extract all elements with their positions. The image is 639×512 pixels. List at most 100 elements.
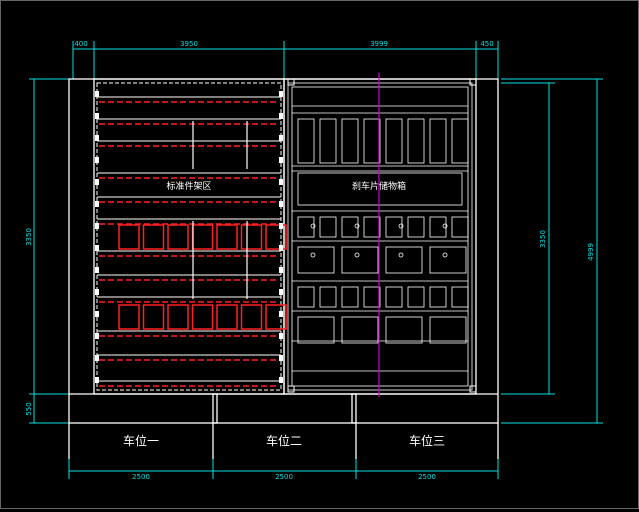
dim-top-3: 450 [480,40,493,48]
storage-box [407,216,425,238]
right-unit-label: 刹车片储物箱 [352,180,406,192]
rack-marker [95,245,99,251]
storage-drawer [429,316,467,344]
storage-box [319,286,337,308]
bay-label-1: 车位一 [123,433,159,448]
storage-drawer [385,246,423,274]
dimension-lines [29,41,603,479]
box-handle [310,252,316,258]
dim-right-0: 3350 [539,230,547,248]
rack-marker [95,91,99,97]
dim-top-1: 3950 [180,40,198,48]
storage-box [451,286,469,308]
rack-marker [279,267,283,273]
rack-bin [240,304,263,330]
rack-marker [279,135,283,141]
storage-box [429,118,447,164]
left-unit-label: 标准件架区 [166,180,211,192]
storage-box [429,216,447,238]
rack-marker [279,311,283,317]
rack-bin [191,304,214,330]
rack-bin [265,224,287,250]
storage-box [319,216,337,238]
box-handle [398,223,404,229]
storage-box [319,118,337,164]
rack-marker [279,113,283,119]
storage-boxes [287,78,477,393]
storage-box [297,118,315,164]
dim-bottom-1: 2500 [275,473,293,481]
rack-marker [95,135,99,141]
box-handle [310,223,316,229]
rack-marker [95,377,99,383]
dim-left-0: 3350 [25,228,33,246]
standard-parts-rack [95,82,287,391]
dimension-texts: 400 3950 3999 450 3350 550 3350 4999 250… [25,40,595,481]
storage-box [429,286,447,308]
box-handle [398,252,404,258]
rack-marker [95,113,99,119]
storage-box [385,286,403,308]
rack-marker [279,245,283,251]
storage-drawer [429,246,467,274]
storage-box [341,118,359,164]
storage-box [341,286,359,308]
box-handle [354,252,360,258]
rack-bin [216,304,238,330]
rack-marker [95,311,99,317]
rack-bin [240,224,263,250]
storage-box [451,118,469,164]
rack-marker [279,377,283,383]
dim-bottom-0: 2500 [132,473,150,481]
storage-box [385,118,403,164]
corner-bracket [287,385,295,393]
storage-box [407,118,425,164]
rack-marker [95,333,99,339]
storage-drawer [297,246,335,274]
rack-bin [167,224,189,250]
box-handle [442,223,448,229]
storage-box [341,216,359,238]
storage-box [363,286,381,308]
rack-marker [279,355,283,361]
rack-marker [95,289,99,295]
rack-bin [118,224,140,250]
storage-drawer [297,316,335,344]
rack-marker [95,223,99,229]
rack-marker [279,201,283,207]
storage-drawer [341,316,379,344]
storage-box [297,286,315,308]
rack-marker [279,157,283,163]
rack-marker [279,179,283,185]
storage-drawer [341,246,379,274]
rack-bin [216,224,238,250]
rack-bin [118,304,140,330]
rack-marker [279,223,283,229]
rack-bin [142,304,165,330]
storage-box [407,286,425,308]
rack-marker [279,289,283,295]
rack-frame [96,82,282,391]
bay-label-3: 车位三 [409,433,445,448]
storage-box [451,216,469,238]
room-outline [68,78,499,459]
corner-bracket [469,78,477,86]
rack-bin [265,304,287,330]
rack-marker [279,91,283,97]
rack-bin [191,224,214,250]
storage-box [363,216,381,238]
dim-left-1: 550 [25,402,33,415]
storage-box [363,118,381,164]
box-handle [442,252,448,258]
corner-bracket [287,78,295,86]
rack-marker [95,179,99,185]
dim-top-0: 400 [74,40,87,48]
box-handle [354,223,360,229]
storage-drawer [385,316,423,344]
storage-box [297,216,315,238]
corner-bracket [469,385,477,393]
rack-marker [95,355,99,361]
rack-bin [167,304,189,330]
